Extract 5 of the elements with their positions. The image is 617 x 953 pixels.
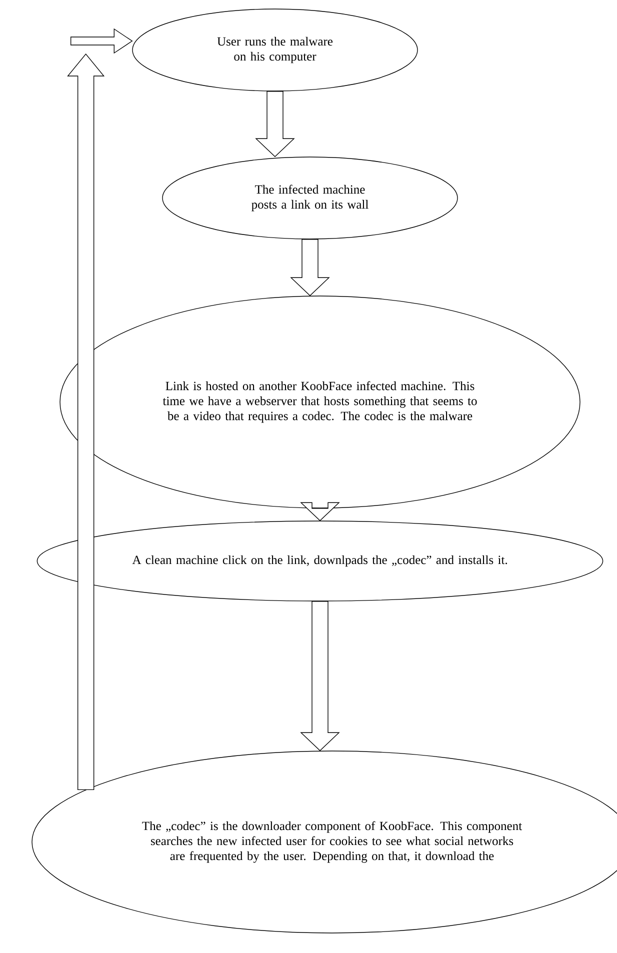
block-arrow	[300, 601, 340, 752]
block-arrow	[290, 239, 330, 296]
block-arrow	[255, 91, 295, 158]
block-arrow	[67, 28, 133, 790]
block-arrow	[300, 502, 340, 522]
